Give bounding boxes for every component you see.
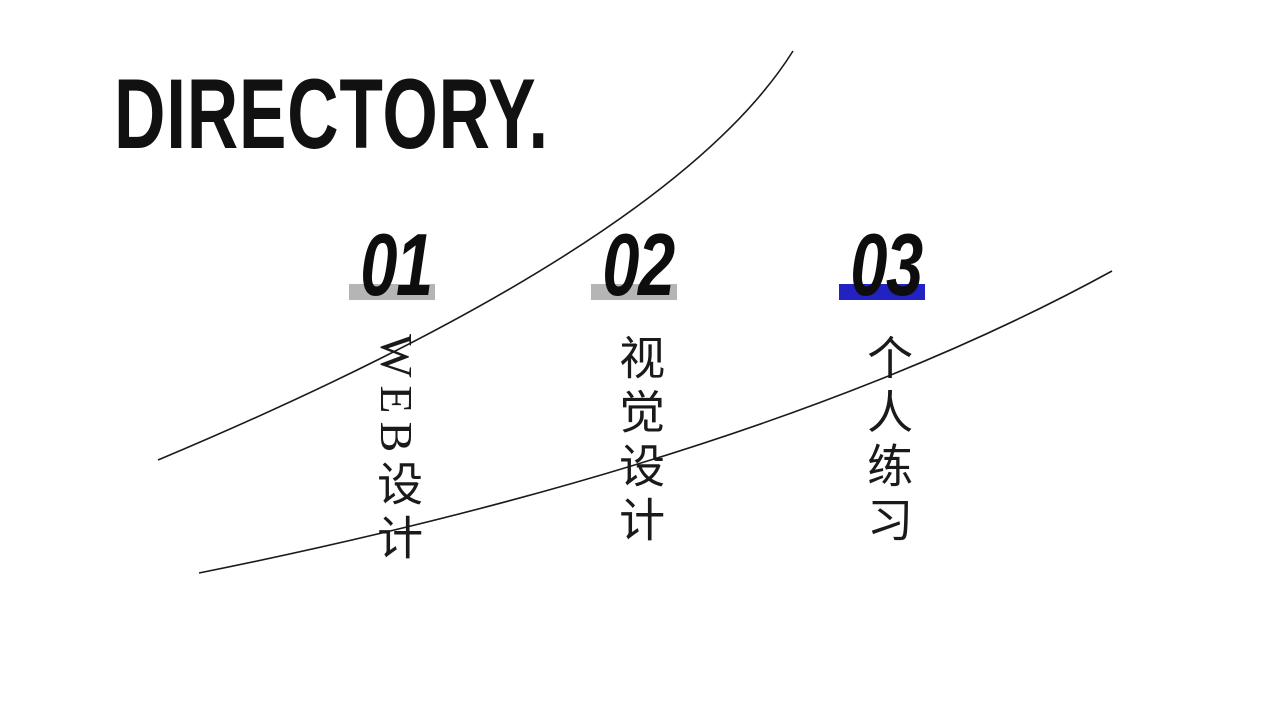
section-number: 01 [360,215,433,314]
highlight-bar-blue [839,284,925,300]
highlight-bar-gray [349,284,435,300]
directory-item-01[interactable]: 01 WEB设计 [296,215,496,569]
section-number: 02 [602,215,675,314]
section-number: 03 [850,215,923,314]
section-number-wrap: 03 [786,215,986,314]
directory-item-03[interactable]: 03 个人练习 [786,215,986,550]
section-label: 个人练习 [861,334,913,550]
section-label: 视觉设计 [613,334,665,550]
highlight-bar-gray [591,284,677,300]
section-number-wrap: 02 [538,215,738,314]
directory-item-02[interactable]: 02 视觉设计 [538,215,738,550]
section-label: WEB设计 [371,334,423,569]
section-number-wrap: 01 [296,215,496,314]
page-title: DIRECTORY. [114,58,549,169]
